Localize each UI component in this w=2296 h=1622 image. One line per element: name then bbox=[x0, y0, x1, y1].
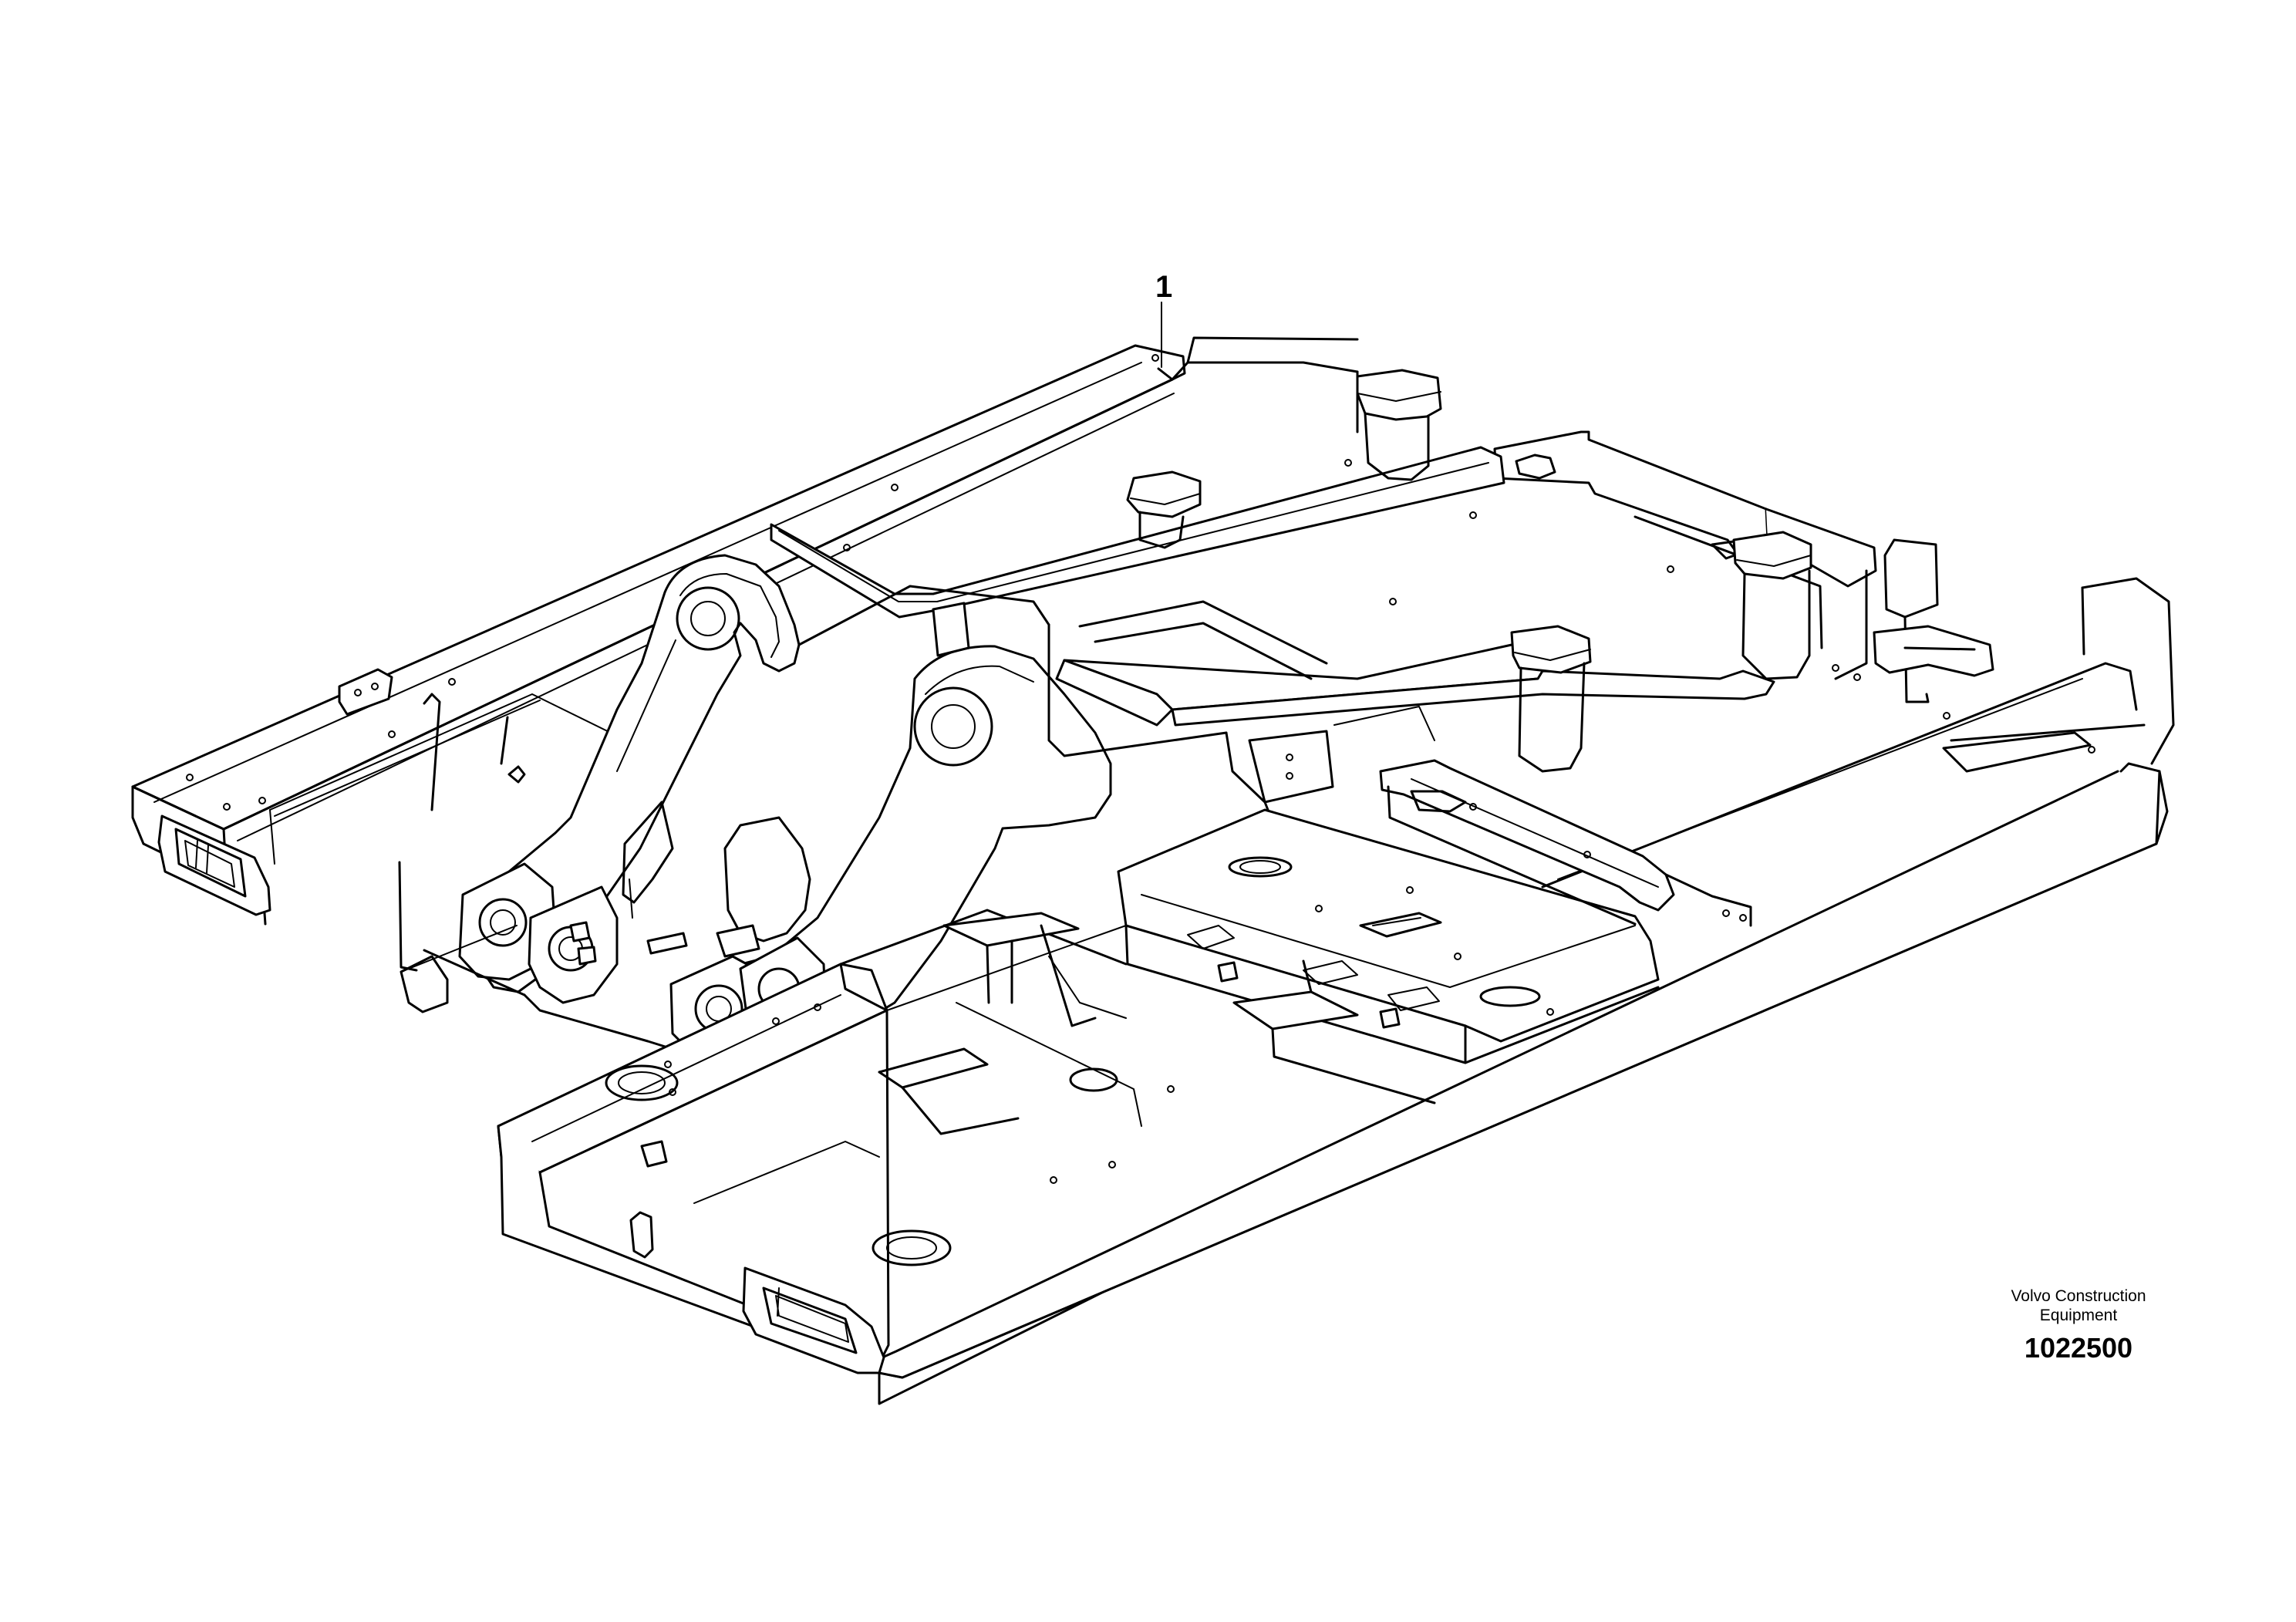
mount-brackets bbox=[1126, 369, 1812, 773]
left-rear-lifting-handle bbox=[157, 814, 271, 916]
part-callout-1: 1 bbox=[1155, 270, 1173, 304]
front-crossbeam bbox=[497, 963, 952, 1374]
centre-inner-beam bbox=[1117, 808, 1660, 1064]
front-lifting-handle bbox=[742, 1266, 885, 1374]
drawing-number: 1022500 bbox=[2024, 1332, 2133, 1364]
manufacturer-line-2: Equipment bbox=[2039, 1307, 2118, 1324]
right-side-rail bbox=[878, 577, 2175, 1405]
manufacturer-label: Volvo Construction Equipment bbox=[1963, 1286, 2194, 1325]
right-transverse-bracket bbox=[1379, 759, 1752, 927]
right-rail-top-plate bbox=[1591, 625, 1994, 979]
left-side-plate bbox=[338, 668, 526, 1013]
right-upper-frame bbox=[1157, 336, 1939, 703]
boom-mount-rear-wall bbox=[797, 585, 1435, 842]
upper-frame-bolts bbox=[186, 354, 2095, 811]
central-floor-plate bbox=[839, 909, 1436, 1184]
manufacturer-line-1: Volvo Construction bbox=[2011, 1287, 2146, 1305]
